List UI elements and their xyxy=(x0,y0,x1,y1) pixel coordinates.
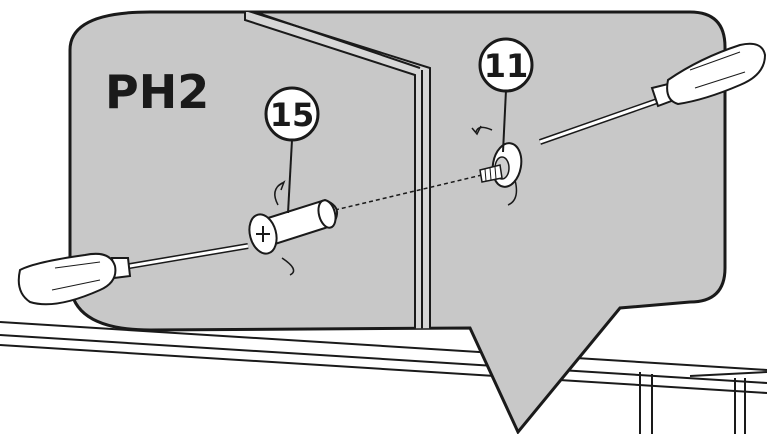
panel-edge xyxy=(244,12,431,331)
part-number-badge-15: 15 xyxy=(264,86,320,214)
tool-label: PH2 xyxy=(105,65,209,119)
rotation-arrow-icon xyxy=(274,180,295,276)
screwdriver-icon xyxy=(17,243,249,306)
callout-bubble: PH2 xyxy=(68,10,727,435)
rotation-arrow-icon xyxy=(471,125,518,206)
part-number-label: 11 xyxy=(484,47,529,85)
cabinet-background xyxy=(0,321,767,434)
bolt-part xyxy=(248,198,339,255)
screwdriver-icon xyxy=(539,42,767,145)
part-number-label: 15 xyxy=(270,96,315,134)
part-number-badge-11: 11 xyxy=(478,37,534,153)
nut-part xyxy=(479,142,523,188)
